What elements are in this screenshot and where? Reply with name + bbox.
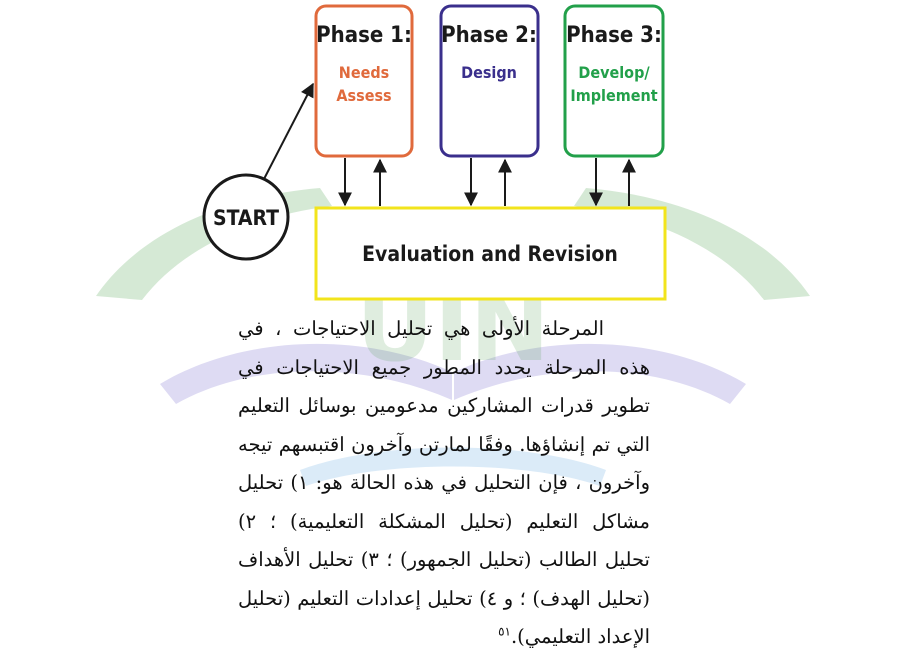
evaluation-label: Evaluation and Revision (362, 242, 618, 266)
phase-3-title: Phase 3: (566, 23, 662, 48)
phase-2-box: Phase 2: Design (439, 4, 540, 158)
phase-1-title: Phase 1: (316, 23, 412, 48)
watermark-bottom-band (300, 447, 606, 486)
start-label: START (213, 206, 279, 230)
phase-1-box: Phase 1: Needs Assess (314, 4, 414, 158)
body-paragraph: المرحلة الأولى هي تحليل الاحتياجات ، في … (238, 310, 650, 657)
watermark-lower-right-band (454, 343, 746, 404)
paragraph-text: المرحلة الأولى هي تحليل الاحتياجات ، في … (238, 317, 651, 648)
body-text: المرحلة الأولى هي تحليل الاحتياجات ، في … (238, 310, 650, 657)
footnote-marker: ٥١ (498, 624, 511, 639)
start-circle: START (202, 173, 290, 261)
evaluation-box: Evaluation and Revision (314, 206, 667, 301)
start-to-phase1-arrow (263, 82, 314, 180)
phase-1-line-2: Assess (336, 86, 391, 105)
watermark-lower-left-band (160, 343, 452, 404)
phase-2-title: Phase 2: (441, 23, 537, 48)
phase-3-line-1: Develop/ (578, 63, 650, 82)
phase-2-line-1: Design (461, 63, 517, 82)
phase-3-box: Phase 3: Develop/ Implement (563, 4, 665, 158)
addie-diagram: Phase 1: Needs Assess Phase 2: Design Ph… (202, 4, 667, 301)
phase-3-line-2: Implement (570, 86, 657, 105)
phase-1-line-1: Needs (339, 63, 389, 82)
